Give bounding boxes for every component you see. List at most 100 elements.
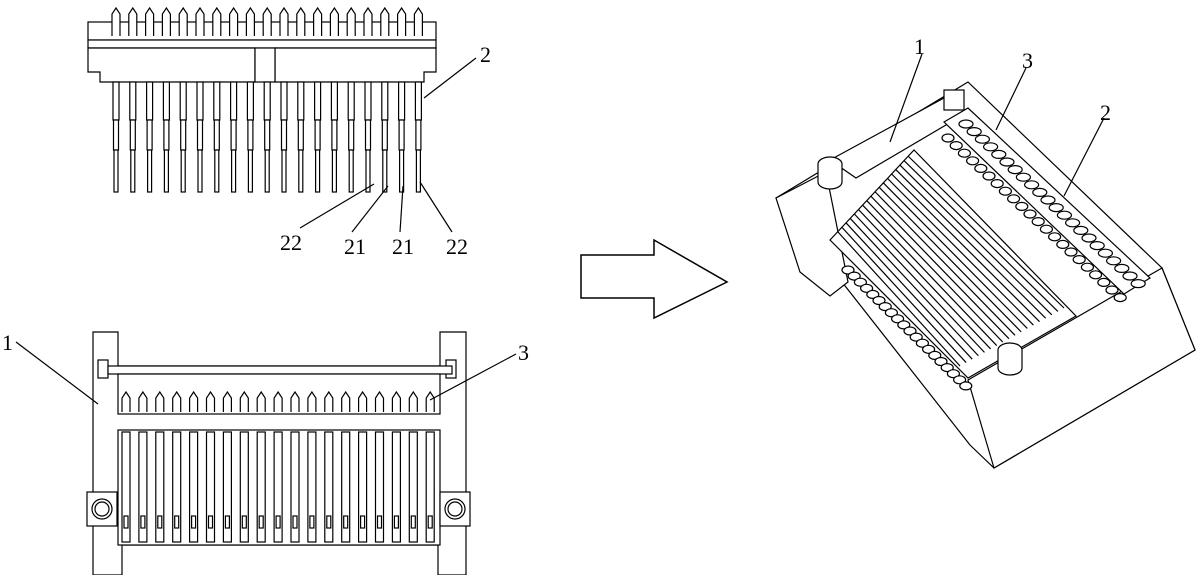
terminal-head — [374, 390, 385, 412]
front-contact-coil — [934, 356, 948, 367]
back-contact-coil — [1073, 225, 1089, 235]
pin-upper — [146, 81, 154, 121]
contact-slot — [138, 431, 148, 543]
back-contact-coil — [958, 119, 974, 129]
slot-detail — [360, 515, 366, 529]
pin-upper — [112, 81, 120, 121]
flat-contact-line — [849, 218, 979, 357]
right-post-circle-inner — [447, 501, 463, 517]
pin-upper — [330, 81, 338, 121]
flat-contact-line — [854, 213, 985, 353]
slot-detail — [258, 515, 264, 529]
flat-contact-line — [895, 168, 1047, 319]
pin-upper — [263, 81, 271, 121]
arrow-right-icon — [580, 238, 729, 320]
contact-slot — [408, 431, 418, 543]
pin-tail — [113, 149, 119, 193]
pin-middle — [180, 119, 187, 151]
back-contact-coil — [1015, 172, 1032, 182]
pin-upper — [230, 81, 238, 121]
contact-slot — [205, 431, 216, 543]
leader-line-2 — [423, 57, 477, 99]
pin-tail — [231, 149, 237, 193]
label-3-bottom-left: 3 — [518, 340, 529, 365]
back-contact-coil-inner — [1064, 247, 1078, 257]
carrier-tooth — [313, 6, 323, 36]
pin-tail — [415, 149, 421, 193]
back-contact-coil — [1007, 165, 1023, 175]
front-contact-coil — [952, 375, 967, 385]
carrier-tooth — [397, 6, 407, 36]
slot-detail — [241, 515, 247, 529]
pin-tail — [247, 149, 253, 193]
pin-tail — [331, 149, 337, 193]
pin-middle — [264, 119, 271, 151]
terminal-head — [172, 390, 182, 412]
contact-slot — [273, 431, 283, 543]
back-contact-coil-inner — [1023, 209, 1037, 219]
terminal-head — [138, 390, 148, 412]
contact-slot — [341, 431, 351, 543]
front-contact-coil — [853, 277, 868, 287]
terminal-head — [239, 390, 249, 412]
pin-middle — [230, 119, 237, 151]
terminal-head — [391, 390, 401, 412]
pin-middle — [247, 119, 254, 151]
pin-upper — [196, 81, 204, 121]
pin-middle — [280, 119, 288, 151]
pin-tail — [180, 149, 186, 193]
back-contact-coil-inner — [1047, 232, 1062, 242]
back-contact-coil-inner — [998, 186, 1013, 196]
front-contact-coil — [959, 381, 973, 391]
terminal-head — [307, 390, 317, 412]
pin-tail — [298, 149, 304, 193]
slot-detail — [292, 515, 298, 529]
pin-upper — [398, 81, 406, 121]
flat-contact-line — [878, 186, 1022, 333]
back-contact-coil — [1023, 180, 1040, 190]
pin-upper — [414, 81, 422, 121]
slot-detail — [224, 515, 230, 529]
housing-top-rail — [107, 365, 453, 375]
front-contact-coil — [909, 332, 923, 342]
back-contact-coil — [974, 134, 991, 144]
label-21-right: 21 — [392, 234, 414, 259]
pin-middle — [112, 119, 120, 151]
front-contact-coil — [915, 338, 930, 348]
contact-slot — [324, 431, 334, 543]
flat-contact-line — [866, 200, 1004, 343]
back-contact-coil — [1081, 233, 1097, 243]
back-contact-coil-inner — [1088, 270, 1103, 280]
pin-tail — [197, 149, 203, 193]
back-contact-coil — [1056, 210, 1073, 220]
back-contact-coil — [999, 157, 1015, 167]
back-contact-coil — [1114, 263, 1130, 273]
leader-line-3-bl — [429, 353, 517, 401]
slot-detail — [393, 515, 399, 529]
pin-middle — [331, 119, 338, 151]
terminal-head — [121, 390, 131, 412]
pin-tail — [130, 149, 136, 193]
slot-detail — [427, 515, 433, 529]
leader-line-22a — [299, 183, 375, 229]
pin-tail — [214, 149, 220, 193]
pin-upper — [364, 81, 372, 121]
pin-upper — [280, 81, 288, 121]
terminal-head — [256, 390, 266, 412]
pin-tail — [281, 149, 287, 193]
slot-detail — [140, 515, 146, 529]
pin-tail — [348, 149, 354, 193]
housing-left-notch — [97, 359, 109, 379]
terminal-head — [222, 390, 232, 412]
back-contact-coil — [1105, 256, 1122, 266]
label-21-left: 21 — [344, 234, 366, 259]
flat-contact-line — [891, 173, 1040, 323]
front-contact-coil — [847, 271, 861, 281]
terminal-head — [189, 390, 199, 412]
back-contact-coil-inner — [949, 141, 963, 151]
front-contact-coil — [928, 350, 942, 360]
carrier-tooth — [380, 6, 390, 36]
cavity-floor — [829, 149, 1077, 379]
carrier-tooth — [111, 6, 121, 36]
flat-contact-line — [858, 209, 992, 350]
